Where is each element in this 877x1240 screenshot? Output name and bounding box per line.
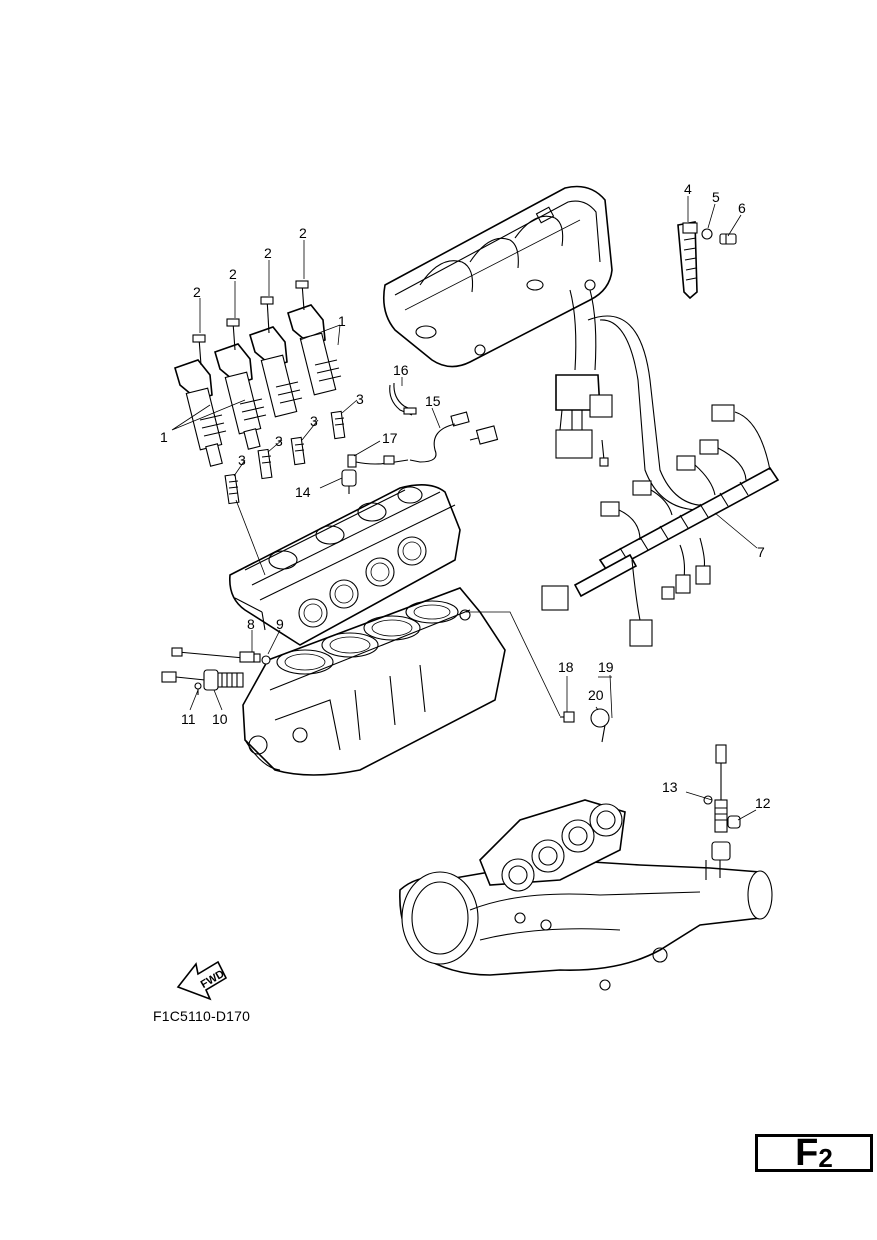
callout-11: 11	[181, 711, 196, 727]
cable-tie-holder	[677, 221, 698, 300]
callout-1: 1	[160, 429, 168, 445]
cylinder-block	[242, 587, 506, 776]
callout-4: 4	[684, 181, 692, 197]
callout-3: 3	[310, 413, 318, 429]
callout-6: 6	[738, 200, 746, 216]
callout-7: 7	[757, 544, 765, 560]
ignition-coil	[249, 326, 303, 418]
leader-lines	[171, 196, 758, 821]
callout-15: 15	[425, 393, 441, 409]
callout-8: 8	[247, 616, 255, 632]
cylinder-head-cover	[382, 185, 613, 368]
callout-2: 2	[299, 225, 307, 241]
ignition-coil	[214, 343, 267, 450]
cylinder-head	[228, 484, 461, 646]
callout-14: 14	[295, 484, 311, 500]
callout-5: 5	[712, 189, 720, 205]
callout-3: 3	[238, 452, 246, 468]
spark-plug	[330, 410, 346, 440]
callout-10: 10	[212, 711, 228, 727]
callout-19: 19	[598, 659, 614, 675]
page-indicator: F 2	[755, 1134, 873, 1172]
page-number: 2	[818, 1143, 833, 1173]
callout-3: 3	[356, 391, 364, 407]
callout-2: 2	[264, 245, 272, 261]
wire-harness	[541, 289, 780, 647]
ignition-coil	[174, 359, 227, 467]
callout-18: 18	[558, 659, 574, 675]
coil-bolts	[192, 280, 309, 366]
forward-direction-arrow: FWD	[176, 960, 228, 1001]
ignition-coils	[174, 280, 342, 467]
spark-plug	[257, 448, 273, 480]
exhaust-temperature-sensor	[703, 744, 741, 861]
diagram-code: F1C5110-D170	[153, 1008, 250, 1024]
spark-plug	[224, 473, 240, 505]
spark-plug	[290, 436, 306, 466]
spark-plugs	[224, 410, 346, 505]
exhaust-manifold	[399, 799, 773, 991]
callout-1: 1	[338, 313, 346, 329]
callout-2: 2	[229, 266, 237, 282]
callout-13: 13	[662, 779, 678, 795]
callout-12: 12	[755, 795, 771, 811]
callout-20: 20	[588, 687, 604, 703]
sensor-lead	[409, 411, 499, 463]
temperature-sensor	[171, 647, 271, 665]
callout-3: 3	[275, 433, 283, 449]
sensor-cap	[590, 708, 610, 743]
callout-16: 16	[393, 362, 409, 378]
knock-sensor	[161, 669, 244, 695]
washer	[701, 228, 713, 240]
callout-9: 9	[276, 616, 284, 632]
ignition-coil	[287, 304, 342, 396]
callout-17: 17	[382, 430, 398, 446]
callout-labels: 1 1 2 2 2 2 3 3 3 3 4 5 6 7 8 9 10 11 12…	[160, 181, 771, 811]
callout-2: 2	[193, 284, 201, 300]
page-letter: F	[795, 1132, 819, 1174]
bolt	[719, 233, 737, 245]
wire-clamp	[389, 382, 417, 416]
oil-pressure-switch	[560, 711, 575, 723]
